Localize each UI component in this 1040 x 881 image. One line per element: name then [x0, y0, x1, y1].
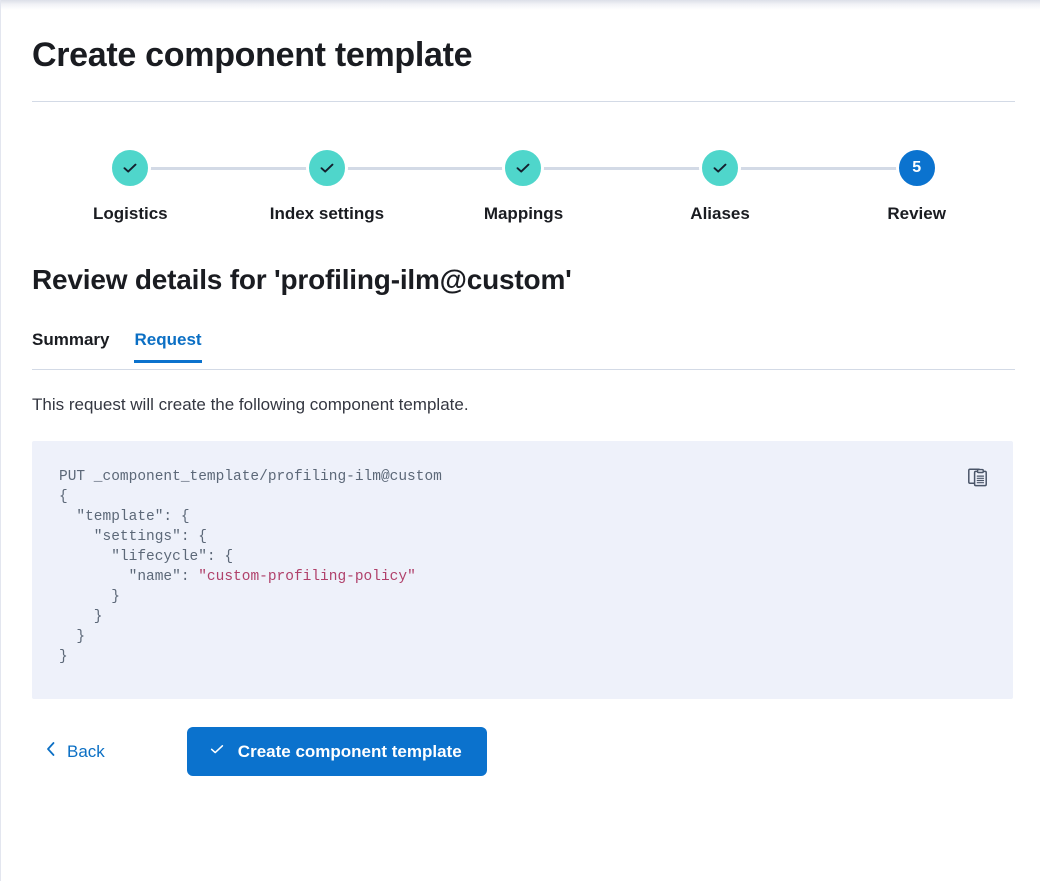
step-mappings[interactable]: Mappings — [425, 147, 622, 224]
tab-request[interactable]: Request — [134, 330, 202, 363]
step-index-settings[interactable]: Index settings — [229, 147, 426, 224]
request-code-line: } — [59, 589, 120, 605]
check-icon — [513, 158, 533, 178]
page-title: Create component template — [32, 36, 473, 74]
step-aliases[interactable]: Aliases — [622, 147, 819, 224]
request-code-line: } — [59, 609, 103, 625]
step-review-label: Review — [887, 204, 946, 223]
chevron-left-icon — [44, 740, 58, 763]
step-connector-1 — [130, 167, 326, 170]
wizard-footer: Back Create component template — [32, 727, 1015, 776]
request-policy-value: "custom-profiling-policy" — [198, 569, 416, 585]
request-code-line: "lifecycle": { — [59, 549, 234, 565]
step-mappings-label: Mappings — [483, 204, 564, 223]
step-connector-4 — [720, 167, 917, 170]
step-review-number: 5 — [912, 159, 922, 176]
request-code-block: PUT _component_template/profiling-ilm@cu… — [32, 441, 1013, 699]
tab-summary[interactable]: Summary — [32, 330, 109, 362]
step-review[interactable]: 5 Review — [818, 147, 1015, 224]
wizard-stepper: Logistics Index settings — [32, 147, 1015, 224]
step-index-settings-label: Index settings — [269, 204, 385, 223]
step-index-settings-circle[interactable] — [305, 147, 348, 189]
step-connector-2 — [326, 167, 523, 170]
request-code-line: } — [59, 649, 68, 665]
create-component-template-label: Create component template — [237, 741, 462, 761]
request-code-line-name: "name": "custom-profiling-policy" — [59, 569, 416, 585]
step-aliases-label: Aliases — [690, 204, 750, 223]
request-code-line: "settings": { — [59, 529, 207, 545]
check-icon — [710, 158, 730, 178]
step-connector-3 — [523, 167, 720, 170]
step-logistics-label: Logistics — [92, 204, 168, 223]
page-content: Create component template Logistics — [32, 0, 1015, 776]
create-component-template-button[interactable]: Create component template — [186, 727, 487, 776]
check-icon — [120, 158, 140, 178]
review-heading: Review details for 'profiling-ilm@custom… — [32, 264, 572, 295]
request-code-line: PUT _component_template/profiling-ilm@cu… — [59, 469, 442, 485]
title-divider — [32, 101, 1015, 102]
step-mappings-circle[interactable] — [502, 147, 545, 189]
request-code-line: "template": { — [59, 509, 190, 525]
review-tabs: Summary Request — [32, 330, 1015, 370]
request-code: PUT _component_template/profiling-ilm@cu… — [59, 467, 979, 667]
step-logistics-circle[interactable] — [109, 147, 152, 189]
request-description: This request will create the following c… — [32, 395, 469, 414]
request-code-line: } — [59, 629, 86, 645]
tabs-divider — [32, 369, 1015, 370]
back-button-label: Back — [67, 741, 105, 761]
step-aliases-circle[interactable] — [699, 147, 742, 189]
request-code-line: { — [59, 489, 68, 505]
check-icon — [208, 740, 226, 763]
copy-clipboard-icon[interactable] — [964, 463, 992, 491]
check-icon — [317, 158, 337, 178]
step-logistics[interactable]: Logistics — [32, 147, 229, 224]
back-button[interactable]: Back — [32, 730, 119, 773]
step-review-circle[interactable]: 5 — [895, 147, 938, 189]
